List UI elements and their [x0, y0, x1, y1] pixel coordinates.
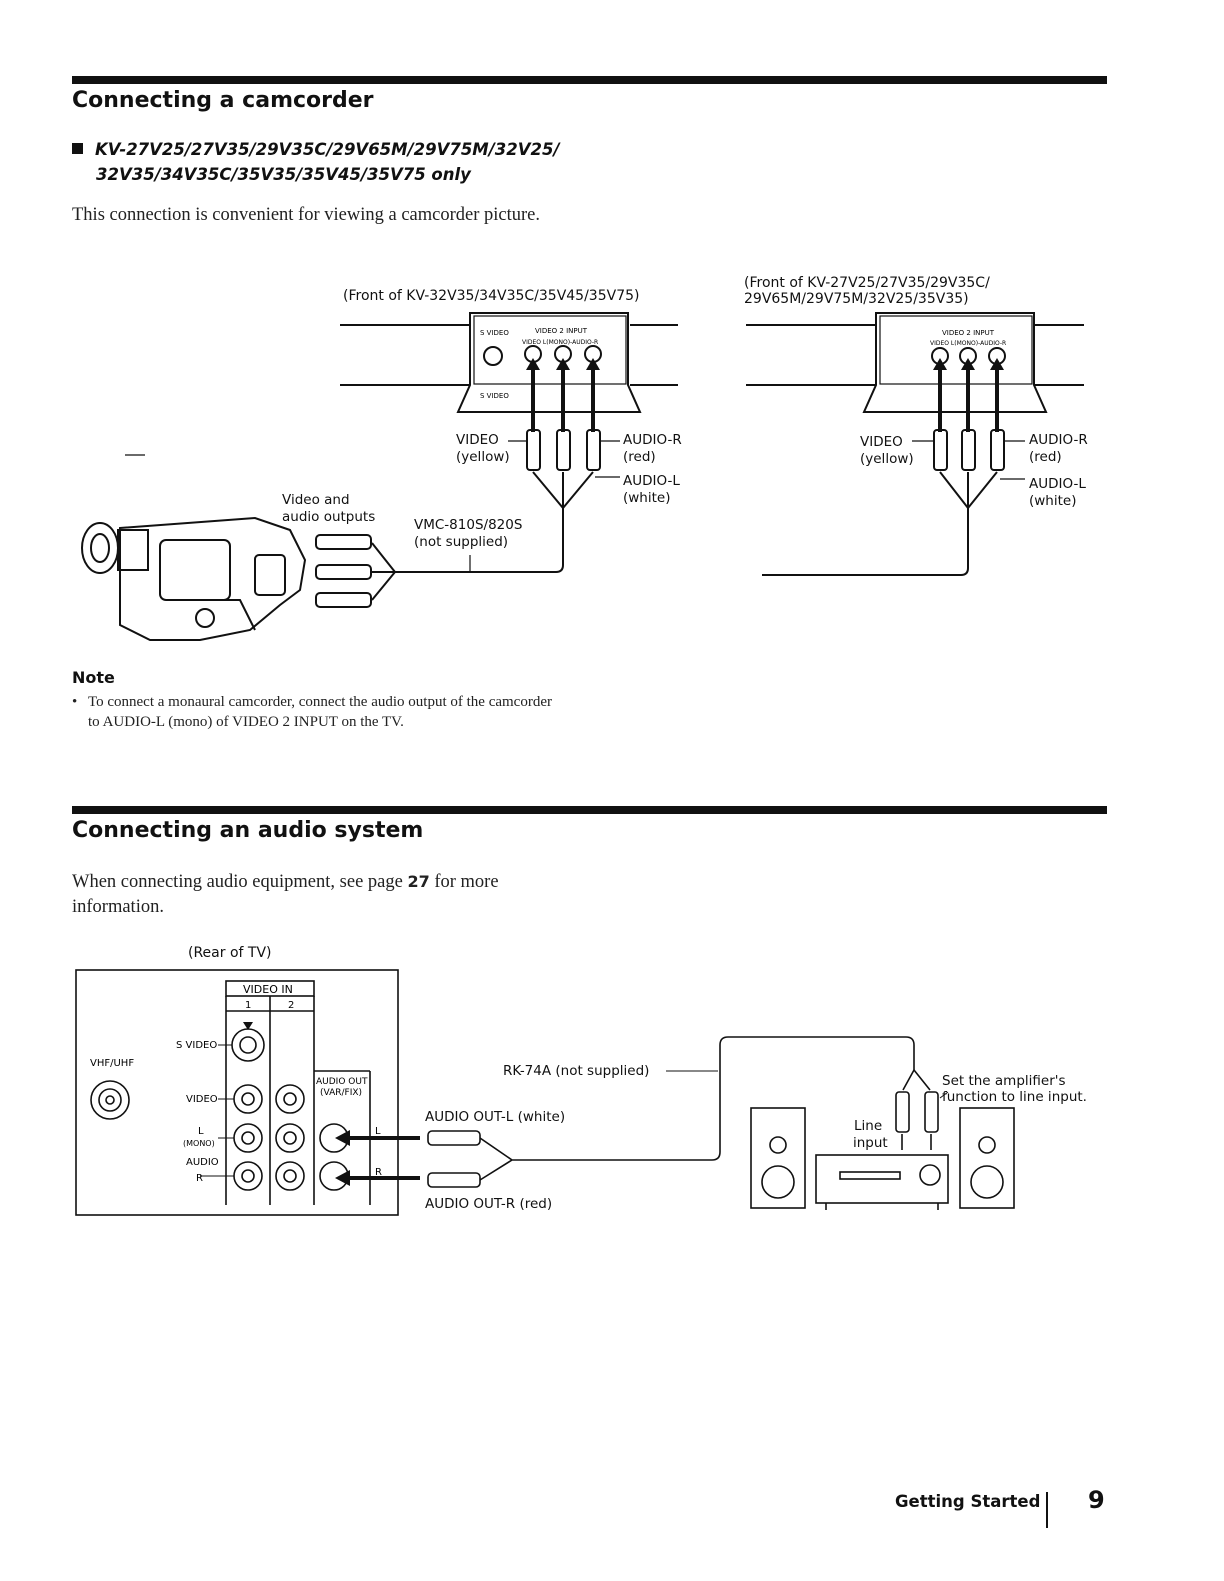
cable-label-line2: (not supplied): [414, 534, 509, 550]
left-video-color: (yellow): [456, 449, 510, 465]
right-diagram-caption-line1: (Front of KV-27V25/27V35/29V35C/: [744, 275, 990, 291]
left-audio-l-color: (white): [623, 490, 671, 506]
panel-jacks-label: VIDEO L(MONO)-AUDIO-R: [522, 339, 598, 346]
line-input-label-2: input: [853, 1135, 888, 1151]
footer-section-label: Getting Started: [895, 1492, 1041, 1511]
outputs-label-line1: Video and: [282, 492, 350, 508]
audio-out-label-line2: (VAR/FIX): [320, 1088, 362, 1098]
audio-intro: When connecting audio equipment, see pag…: [72, 869, 542, 920]
panel-right-jacks-label: VIDEO L(MONO)-AUDIO-R: [930, 340, 1006, 347]
right-audio-r-label: AUDIO-R: [1029, 432, 1088, 448]
s-video-jack-label: S VIDEO: [176, 1040, 217, 1051]
video-in-label: VIDEO IN: [243, 983, 293, 996]
right-video-label: VIDEO: [860, 434, 903, 450]
left-audio-l-label: AUDIO-L: [623, 473, 680, 489]
line-input-label-1: Line: [854, 1118, 883, 1134]
r-arrow-label: R: [375, 1167, 382, 1178]
mono-label: (MONO): [183, 1139, 215, 1148]
right-video-color: (yellow): [860, 451, 914, 467]
right-audio-r-color: (red): [1029, 449, 1062, 465]
r-jack-label: R: [196, 1173, 203, 1184]
left-audio-r-label: AUDIO-R: [623, 432, 682, 448]
panel-svideo-label: S VIDEO: [480, 329, 509, 337]
section-title-camcorder: Connecting a camcorder: [72, 88, 374, 113]
column-2-label: 2: [288, 1000, 294, 1011]
outputs-label-line2: audio outputs: [282, 509, 376, 525]
left-diagram-caption: (Front of KV-32V35/34V35C/35V45/35V75): [343, 288, 640, 304]
note-text: To connect a monaural camcorder, connect…: [88, 694, 552, 730]
note-heading: Note: [72, 668, 115, 687]
audio-out-l-label: AUDIO OUT-L (white): [425, 1109, 566, 1125]
page-number: 9: [1088, 1486, 1105, 1514]
camcorder-intro: This connection is convenient for viewin…: [72, 205, 540, 225]
rear-caption: (Rear of TV): [188, 945, 272, 961]
video-jack-label: VIDEO: [186, 1094, 218, 1105]
note-body: • To connect a monaural camcorder, conne…: [72, 692, 562, 732]
l-arrow-label: L: [375, 1126, 381, 1137]
panel-right-video2-input-label: VIDEO 2 INPUT: [942, 329, 995, 337]
audio-out-label-line1: AUDIO OUT: [316, 1077, 368, 1087]
amp-note-line2: function to line input.: [942, 1089, 1087, 1105]
column-1-label: 1: [245, 1000, 251, 1011]
right-audio-l-color: (white): [1029, 493, 1077, 509]
section-rule-audio: [72, 806, 1107, 814]
amp-note-line1: Set the amplifier's: [942, 1073, 1066, 1089]
model-list: KV-27V25/27V35/29V35C/29V65M/29V75M/32V2…: [72, 137, 559, 187]
cable-label-line1: VMC-810S/820S: [414, 517, 523, 533]
l-jack-label: L: [198, 1126, 204, 1137]
right-diagram-caption-line2: 29V65M/29V75M/32V25/35V35): [744, 291, 969, 307]
left-audio-r-color: (red): [623, 449, 656, 465]
audio-intro-before: When connecting audio equipment, see pag…: [72, 872, 408, 892]
model-list-line1: KV-27V25/27V35/29V35C/29V65M/29V75M/32V2…: [95, 140, 560, 159]
section-title-audio: Connecting an audio system: [72, 818, 424, 843]
panel-svideo-lower-label: S VIDEO: [480, 392, 509, 400]
model-list-line2: 32V35/34V35C/35V35/35V45/35V75 only: [96, 165, 471, 184]
note-bullet: •: [72, 694, 78, 710]
bullet-square-icon: [72, 143, 83, 154]
audio-out-r-label: AUDIO OUT-R (red): [425, 1196, 553, 1212]
audio-jack-label: AUDIO: [186, 1157, 219, 1168]
left-video-label: VIDEO: [456, 432, 499, 448]
right-audio-l-label: AUDIO-L: [1029, 476, 1086, 492]
panel-video2-input-label: VIDEO 2 INPUT: [535, 327, 588, 335]
vhf-uhf-label: VHF/UHF: [90, 1058, 134, 1069]
section-rule-camcorder: [72, 76, 1107, 84]
page-reference-link[interactable]: 27: [407, 872, 430, 891]
footer-divider: [1046, 1492, 1048, 1528]
rk-cable-label: RK-74A (not supplied): [503, 1063, 650, 1079]
audio-intro-after: for more information.: [72, 872, 499, 917]
